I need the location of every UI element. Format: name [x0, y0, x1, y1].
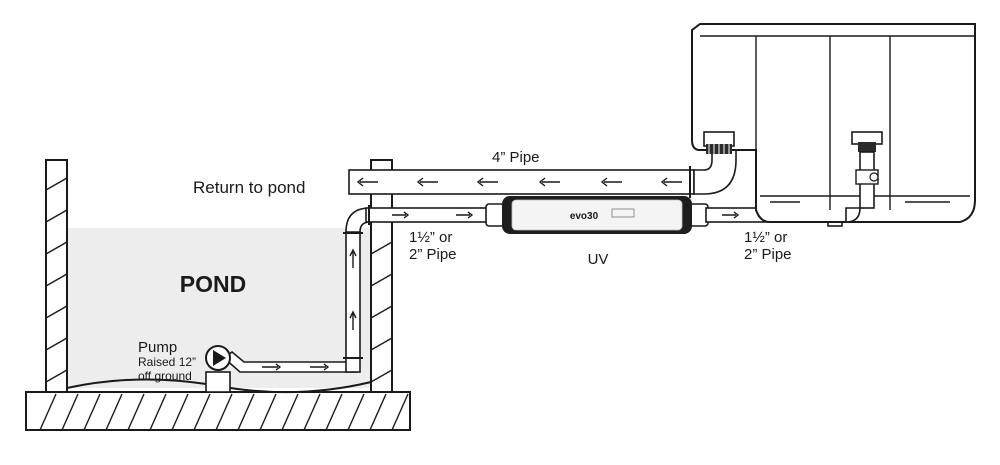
filter-inlet-valve: [845, 131, 883, 223]
label-pond: POND: [180, 271, 246, 297]
pump-support-block: [205, 371, 231, 393]
label-return-to-pond: Return to pond: [193, 178, 305, 197]
pump-icon: [205, 345, 231, 371]
return-pipe-4in: [348, 166, 695, 198]
label-4in-pipe: 4” Pipe: [492, 149, 540, 166]
feed-pipe-to-uv: [365, 205, 491, 225]
filter-box: [691, 23, 976, 223]
label-pump-note-2: off ground: [138, 369, 192, 383]
filter-outlet-fitting: [703, 131, 735, 154]
uv-unit: evo30: [485, 196, 709, 234]
label-pump: Pump: [138, 339, 177, 356]
ground-slab: [25, 391, 411, 431]
label-pipe-size-right-2: 2” Pipe: [744, 246, 792, 263]
label-pipe-size-left-1: 1½” or: [409, 229, 452, 246]
label-pipe-size-left-2: 2” Pipe: [409, 246, 457, 263]
riser-pipe: [343, 231, 363, 373]
uv-unit-brand: evo30: [570, 211, 599, 222]
label-pump-note-1: Raised 12”: [138, 355, 196, 369]
pond-wall-right: [370, 159, 393, 393]
label-uv: UV: [588, 251, 609, 268]
pond-wall-left: [45, 159, 68, 393]
label-pipe-size-right-1: 1½” or: [744, 229, 787, 246]
